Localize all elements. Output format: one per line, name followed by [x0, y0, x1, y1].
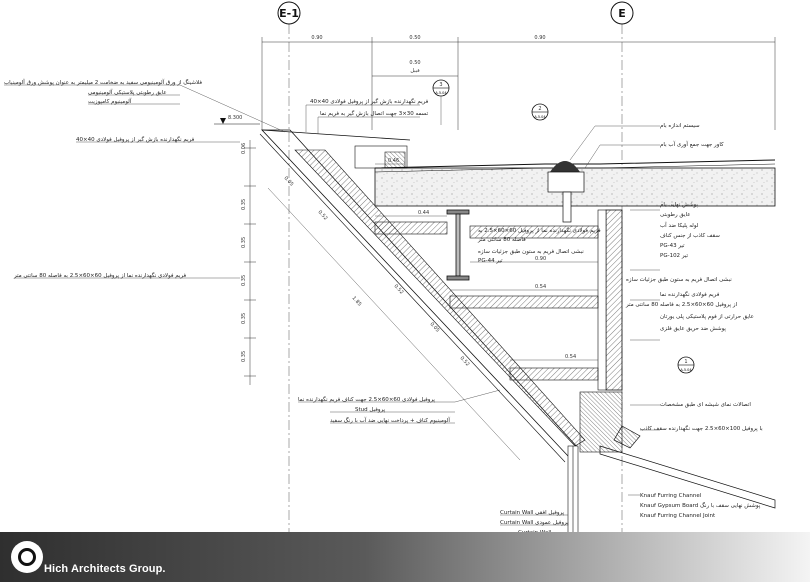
note-right-9: نبشی اتصال فریم به ستون طبق جزئیات سازه: [626, 277, 732, 283]
note-right-10: فریم فولادی نگهدارنده نما: [660, 291, 720, 298]
svg-text:A.5.04: A.5.04: [680, 368, 692, 372]
note-bottom-2: Curtain Wall پروفیل عمودی: [500, 520, 569, 526]
note-right-8: PG-102 تیر: [660, 253, 689, 259]
note-right-11: از پروفیل 60×60×2.5 به فاصله 80 سانتی مت…: [625, 302, 737, 308]
callout-2: 2 A.5.04: [531, 103, 549, 121]
callout-3: 3 A.5.04: [432, 79, 450, 125]
dim-diag-5: 0.05: [429, 321, 441, 333]
company-logo: [11, 541, 43, 573]
branding-footer: Hich Architects Group.: [0, 532, 810, 582]
roof-drain: [547, 161, 585, 223]
dim-diag-1: 0.05: [283, 175, 295, 187]
note-mid-2: فاصله 80 سانتی متر: [477, 237, 526, 243]
lower-notes-leaders: [298, 389, 501, 424]
top-dimension-chain: [261, 37, 776, 130]
note-right-4: عایق رطوبتی: [660, 212, 690, 218]
note-mid-1: فریم فولادی نگهدارنده نما از پروفیل 60×6…: [478, 227, 601, 234]
note-bottom-1: Curtain Wall پروفیل افقی: [500, 510, 565, 516]
svg-text:A.5.04: A.5.04: [435, 91, 447, 95]
dim-top-3: 0.90: [534, 35, 545, 41]
note-right-13: پوشش ضد حریق عایق فلزی: [660, 326, 726, 332]
note-right-15: با پروفیل 100×60×2.5 جهت نگهدارنده سقف ک…: [640, 425, 763, 432]
svg-text:2: 2: [538, 106, 541, 112]
note-right-14: اتصالات نمای شیشه ای طبق مشخصات: [660, 402, 751, 408]
dim-inner-3: 0.90: [535, 256, 546, 262]
grid-bubble-e: E: [610, 1, 634, 25]
horizontal-frames: [374, 221, 623, 453]
note-top-1: فریم نگهدارنده بازش گیر از پروفیل فولادی…: [310, 98, 429, 105]
svg-text:1: 1: [684, 359, 687, 365]
note-right-5: لوله پلیکا ضد آب: [660, 222, 699, 229]
svg-text:8.300: 8.300: [228, 115, 242, 121]
note-left-4: فریم نگهدارنده بازش گیر از پروفیل فولادی…: [76, 136, 195, 143]
note-right-6: سقف کاذب از جنس کناف: [660, 232, 720, 239]
dim-inner-4: 0.54: [535, 284, 546, 290]
svg-text:3: 3: [439, 82, 442, 88]
inner-dimensions: [375, 163, 598, 361]
dim-left-1: 0.06: [241, 143, 247, 154]
dim-diag-2: 0.52: [317, 209, 329, 221]
steel-beam-pg44: [446, 209, 470, 281]
structural-column: [597, 209, 623, 391]
dim-top-1: 0.90: [311, 35, 322, 41]
callout-1: 1 A.5.04: [677, 356, 695, 374]
note-left-2: عایق رطوبتی پلاستیکی آلومینیومی: [88, 89, 167, 96]
note-right-17: Knauf Gypsum Board پوشش نهایی سقف با رنگ: [640, 502, 761, 509]
dim-sub-label: فیبل: [410, 68, 420, 74]
dim-inner-1: 0.46: [388, 158, 399, 164]
dim-diag-4: 0.52: [393, 283, 405, 295]
note-mid-4: PG-44 تیر: [478, 258, 503, 264]
dim-left-5: 0.35: [241, 313, 247, 324]
note-right-3: پوشش نهایی بام: [660, 202, 698, 208]
left-dimension-chain: [244, 140, 256, 385]
note-left-5: فریم فولادی نگهدارنده نما از پروفیل 60×6…: [13, 272, 186, 279]
note-lower-2: Stud پروفیل: [355, 407, 386, 413]
dim-left-4: 0.35: [241, 275, 247, 286]
note-lower-1: پروفیل فولادی 60×60×2.5 جهت کناف فریم نگ…: [298, 396, 435, 403]
company-name: Hich Architects Group.: [44, 563, 166, 575]
dim-sub-value: 0.50: [409, 60, 420, 66]
note-top-2: تسمه 30×3 جهت اتصال بازش گیر به فریم نما: [320, 110, 429, 117]
dim-left-3: 0.35: [241, 237, 247, 248]
left-notes: [4, 84, 286, 279]
dim-top-2: 0.50: [409, 35, 420, 41]
note-lower-3: آلومینیوم کناف + پرداخت نهایی ضد آب با ر…: [330, 417, 450, 424]
note-right-18: Knauf Furring Channel Joint: [640, 513, 716, 519]
note-right-7: PG-43 تیر: [660, 243, 685, 249]
right-notes-leaders: [569, 125, 660, 496]
note-left-3: آلومینیوم کامپوزیت: [88, 98, 132, 105]
note-left-1: فلاشینگ از ورق آلومینیومی سفید به ضخامت …: [4, 79, 202, 86]
note-right-12: عایق حرارتی از فوم پلاستیکی پلی یورتان: [660, 313, 754, 320]
note-mid-3: نبشی اتصال فریم به ستون طبق جزئیات سازه: [478, 249, 584, 255]
note-right-16: Knauf Furring Channel: [640, 493, 702, 499]
svg-text:E: E: [618, 7, 626, 20]
svg-text:A.5.04: A.5.04: [534, 115, 546, 119]
diagonal-dimension-chain: [267, 187, 521, 461]
note-right-1: سیستم اندازه بام: [660, 123, 700, 129]
lower-soffit: [599, 425, 776, 509]
dim-inner-2: 0.44: [418, 210, 429, 216]
dim-diag-6: 0.52: [459, 355, 471, 367]
elevation-marker: 8.300: [214, 115, 260, 125]
dim-inner-5: 0.54: [565, 354, 576, 360]
top-notes-leaders: [305, 104, 420, 134]
dim-left-6: 0.35: [241, 351, 247, 362]
grid-bubble-e1: E-1: [277, 1, 301, 25]
dim-diag-3: 1.85: [351, 295, 363, 307]
svg-text:E-1: E-1: [279, 7, 299, 20]
note-right-2: کاور جهت جمع آوری آب بام: [660, 141, 724, 148]
dim-left-2: 0.35: [241, 199, 247, 210]
